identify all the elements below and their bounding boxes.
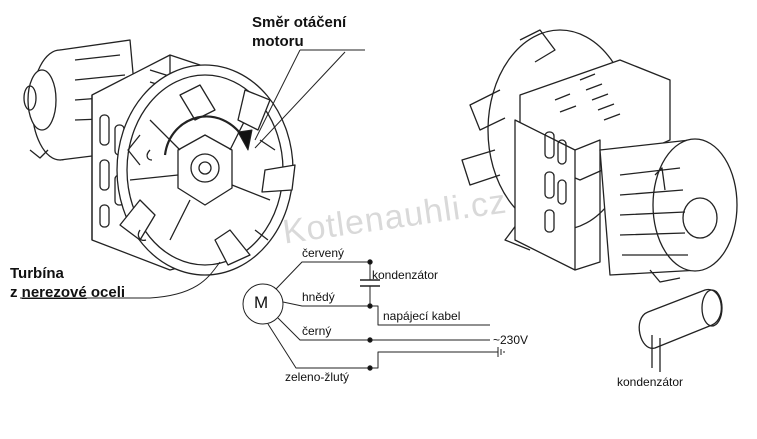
motor-symbol: M xyxy=(254,293,269,312)
wire-label-brown: hnědý xyxy=(302,290,335,304)
wiring-capacitor-label: kondenzátor xyxy=(372,268,439,282)
wire-label-red: červený xyxy=(302,246,345,260)
turbine-label-line2: z nerezové oceli xyxy=(10,284,125,301)
wire-label-black: černý xyxy=(302,324,332,338)
turbine-label-underlined: nerezové xyxy=(21,284,87,301)
left-turbine xyxy=(116,64,296,276)
motor-symbol-circle xyxy=(242,283,284,325)
capacitor-caption: kondenzátor xyxy=(617,375,684,389)
rotation-label-line2: motoru xyxy=(252,33,304,50)
rotation-label-line1: Směr otáčení xyxy=(252,14,347,31)
rotation-arrow xyxy=(163,115,253,156)
turbine-label-suffix: oceli xyxy=(86,284,126,301)
voltage-label: ~230V xyxy=(493,333,529,347)
wire-label-green-yellow: zeleno-žlutý xyxy=(285,370,350,384)
right-motor-body xyxy=(599,138,738,283)
turbine-label-prefix: z xyxy=(10,284,22,301)
wiring-schematic xyxy=(242,259,505,371)
turbine-label-line1: Turbína xyxy=(10,265,64,282)
capacitor-drawing xyxy=(638,289,723,372)
supply-cable-label: napájecí kabel xyxy=(383,309,461,323)
